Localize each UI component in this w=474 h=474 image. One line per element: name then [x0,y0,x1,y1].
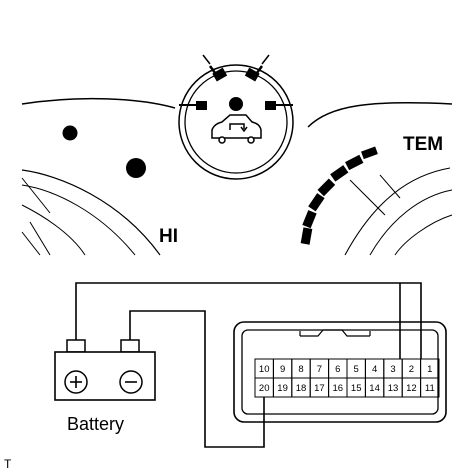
left-dial [21,97,176,256]
knob-indicator-ticks [179,54,293,110]
connector-pin-label: 12 [406,383,417,394]
connector-pin-label: 15 [351,383,362,394]
connector-pin-label: 13 [388,383,399,394]
right-dial [307,102,453,256]
knob-center-dot [229,97,243,111]
connector-pin-label: 1 [427,364,432,375]
hi-label: HI [159,226,178,247]
corner-mark: T [4,457,12,471]
wire-harness [75,282,422,448]
connector-pin-label: 6 [335,364,340,375]
connector-pin-label: 10 [259,364,270,375]
air-recirculation-icon [211,114,262,144]
connector-pin-label: 18 [296,383,307,394]
connector-pin-label: 2 [409,364,414,375]
wire-battery-minus-to-pin-20 [129,310,265,448]
connector-pin-label: 3 [390,364,395,375]
left-dial-dot-upper [62,125,78,141]
connector-housing [233,321,447,423]
connector-pin-label: 19 [277,383,288,394]
wire-battery-plus-to-pin-1 [75,282,422,359]
battery [54,339,156,401]
connector-pin-label: 11 [425,383,435,394]
connector-pin-label: 20 [259,383,270,394]
connector-pin-label: 17 [314,383,325,394]
tem-label: TEM [403,134,443,155]
battery-plus-terminal-icon [64,370,88,394]
left-dial-dot-lower [126,158,146,178]
center-knob [178,64,294,180]
battery-minus-terminal-icon [119,370,143,394]
connector-pin-label: 5 [354,364,359,375]
temperature-bar-segments [300,146,378,245]
battery-label: Battery [67,414,124,434]
connector-pin-label: 7 [317,364,322,375]
connector-pin-label: 9 [280,364,285,375]
connector-pin-label: 16 [333,383,344,394]
connector-pin-cell [420,377,440,398]
connector-pin-label: 8 [298,364,303,375]
connector-pin-label: 14 [369,383,380,394]
connector-pin-label: 4 [372,364,377,375]
